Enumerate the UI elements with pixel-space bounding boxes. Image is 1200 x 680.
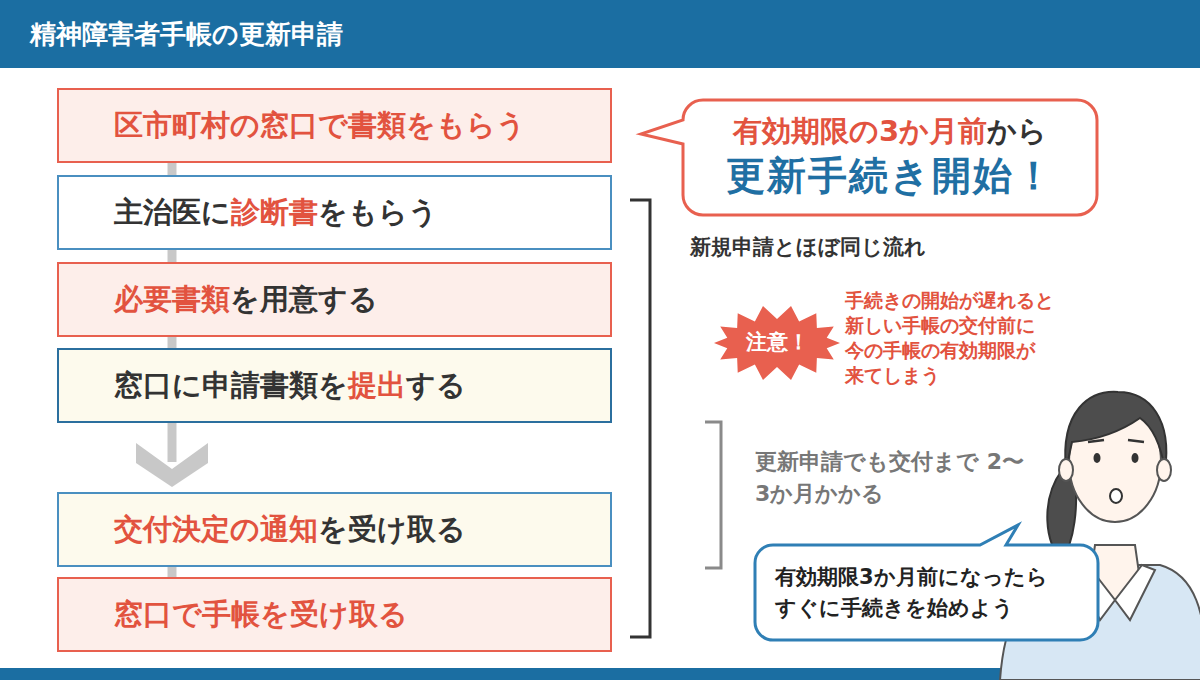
warning-note: 手続きの開始が遅れると 新しい手帳の交付前に 今の手帳の有効期限が 来てしまう <box>845 288 1100 388</box>
flow-connector <box>168 567 177 577</box>
node-text: 有効期限の3か月前から <box>733 113 1047 151</box>
outline-path <box>641 100 1097 215</box>
node-text: 窓口に申請書類を提出する <box>114 367 466 405</box>
flow-connector-group <box>172 337 173 348</box>
node-text: 注意！ <box>746 329 809 356</box>
step-box: 主治医に診断書をもらう <box>57 175 612 250</box>
outline-path <box>714 306 840 380</box>
duration-bracket <box>705 422 721 568</box>
text-run: 区市町村の窓口で書類をもらう <box>114 108 526 142</box>
text-run: 主治医に <box>114 195 231 229</box>
node-text: 窓口で手帳を受け取る <box>114 596 408 634</box>
node-text: 更新手続き開始！ <box>726 151 1055 202</box>
flow-connector <box>168 163 177 175</box>
text-run: を受け取る <box>318 512 466 546</box>
title-text: 精神障害者手帳の更新申請 <box>30 0 343 68</box>
outline-path <box>755 525 1098 640</box>
text-run: 更新手続き開始！ <box>726 153 1055 198</box>
flow-connector <box>168 337 177 348</box>
text-run: 有効期限の3か月前 <box>733 114 987 148</box>
text-run: 診断書 <box>231 195 318 229</box>
warning-burst: 注意！ <box>722 314 832 372</box>
text-run: 注意！ <box>746 330 809 354</box>
callout-bubble: 有効期限の3か月前から更新手続き開始！ <box>683 100 1097 215</box>
text-run: 交付決定の通知 <box>114 512 318 546</box>
text-run: 窓口に申請書類を <box>114 368 348 402</box>
flow-connector-group <box>136 423 208 487</box>
flow-connector-group <box>172 250 173 262</box>
text-run: 窓口で手帳を受け取る <box>114 597 408 631</box>
text-run: から <box>987 114 1047 148</box>
step-box: 窓口で手帳を受け取る <box>57 577 612 652</box>
text-run: を用意する <box>230 282 378 316</box>
arrow-head <box>136 443 208 487</box>
text-run: 有効期限3か月前になったら すぐに手続きを始めよう <box>775 565 1048 619</box>
flow-connector-group <box>172 567 173 577</box>
duration-note: 更新申請でも交付まで 2〜3か月かかる <box>755 446 1040 510</box>
node-text: 有効期限3か月前になったら すぐに手続きを始めよう <box>775 562 1078 623</box>
title-bar <box>0 0 1200 68</box>
flow-note: 新規申請とほぼ同じ流れ <box>690 234 926 261</box>
node-outline <box>755 545 1098 640</box>
flow-connector <box>168 250 177 262</box>
step-box: 交付決定の通知を受け取る <box>57 492 612 567</box>
node-text: 主治医に診断書をもらう <box>114 194 438 232</box>
step-box: 区市町村の窓口で書類をもらう <box>57 88 612 163</box>
node-text: 交付決定の通知を受け取る <box>114 511 466 549</box>
step-box: 必要書類を用意する <box>57 262 612 337</box>
text-run: する <box>406 368 466 402</box>
text-run: 必要書類 <box>114 282 230 316</box>
node-text: 必要書類を用意する <box>114 281 378 319</box>
text-run: をもらう <box>318 195 438 229</box>
step-box: 窓口に申請書類を提出する <box>57 348 612 423</box>
flow-connector <box>168 423 177 462</box>
flow-bracket <box>630 200 650 637</box>
text-run: 提出 <box>348 368 406 402</box>
node-text: 区市町村の窓口で書類をもらう <box>114 107 526 145</box>
flow-connector-group <box>172 163 173 175</box>
speech-bubble: 有効期限3か月前になったら すぐに手続きを始めよう <box>755 545 1098 640</box>
